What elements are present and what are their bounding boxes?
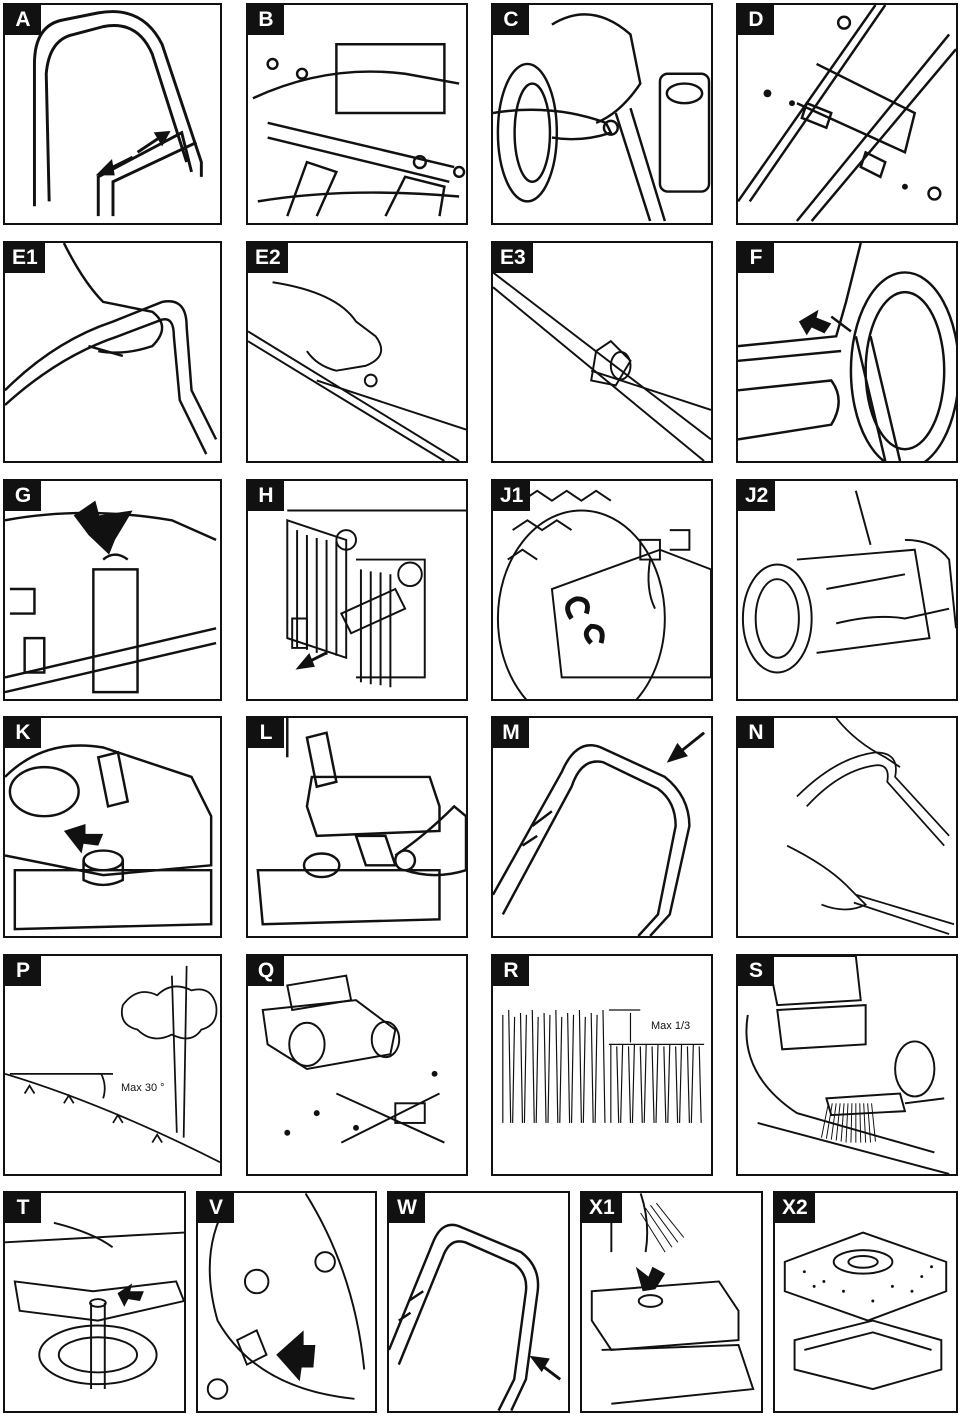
panel-x1: X1 xyxy=(580,1191,763,1413)
panel-v: V xyxy=(196,1191,377,1413)
panel-label: X1 xyxy=(582,1193,622,1223)
height-lever-illustration xyxy=(738,243,956,461)
panel-label: L xyxy=(248,718,284,748)
panel-label: X2 xyxy=(775,1193,815,1223)
cable-clip-illustration xyxy=(493,271,711,461)
panel-label: P xyxy=(5,956,41,986)
hand-on-handle-illustration xyxy=(5,243,218,455)
panel-x2: X2 xyxy=(773,1191,958,1413)
start-cord-illustration xyxy=(786,718,955,935)
hands-lifting-illustration xyxy=(741,490,956,674)
panel-label: S xyxy=(738,956,774,986)
panel-f: F xyxy=(736,241,958,463)
panel-m: M xyxy=(491,716,713,938)
panel-q: Q xyxy=(246,954,468,1176)
hand-button-illustration xyxy=(493,13,711,222)
blade-bolt-illustration xyxy=(5,1221,184,1390)
brush-cleaning-illustration xyxy=(745,956,950,1174)
panel-n: N xyxy=(736,716,958,938)
panel-label: V xyxy=(198,1193,234,1223)
panel-j2: J2 xyxy=(736,479,958,701)
panel-b: B xyxy=(246,3,468,225)
wheel-adjust-illustration xyxy=(496,489,711,699)
panel-a: A xyxy=(3,3,222,225)
slope-tree-illustration xyxy=(5,965,220,1163)
cable-clip-hand-illustration xyxy=(248,281,466,461)
panel-r: Max 1/3 R xyxy=(491,954,713,1176)
panel-label: E2 xyxy=(248,243,288,273)
air-filter-cover-illustration xyxy=(590,1193,755,1405)
panel-label: T xyxy=(5,1193,41,1223)
air-filter-element-illustration xyxy=(783,1231,948,1391)
clear-debris-illustration xyxy=(261,974,445,1144)
panel-g: G xyxy=(3,479,222,701)
panel-label: C xyxy=(493,5,529,35)
panel-label: N xyxy=(738,718,774,748)
handle-frame-illustration xyxy=(32,10,203,217)
engine-oil-fill-illustration xyxy=(5,744,213,931)
panel-label: K xyxy=(5,718,41,748)
handle-mount-illustration xyxy=(252,43,466,217)
panel-p: Max 30 ° P xyxy=(3,954,222,1176)
grass-height-illustration xyxy=(502,1009,705,1123)
panel-label: B xyxy=(248,5,284,35)
drain-plug-illustration xyxy=(206,1193,366,1400)
panel-e2: E2 xyxy=(246,241,468,463)
panel-label: F xyxy=(738,243,774,273)
panel-h: H xyxy=(246,479,468,701)
panel-label: J1 xyxy=(493,481,531,511)
handle-fold-illustration xyxy=(389,1223,562,1411)
panel-e3: E3 xyxy=(491,241,713,463)
handle-bolt-illustration xyxy=(738,5,956,222)
panel-label: J2 xyxy=(738,481,776,511)
dipstick-illustration xyxy=(5,500,217,694)
handle-bar-illustration xyxy=(493,731,706,936)
panel-l: L xyxy=(246,716,468,938)
panel-t: T xyxy=(3,1191,186,1413)
panel-label: G xyxy=(5,481,41,511)
panel-label: H xyxy=(248,481,284,511)
panel-label: M xyxy=(493,718,529,748)
panel-label: W xyxy=(389,1193,425,1223)
panel-e1: E1 xyxy=(3,241,222,463)
panel-d: D xyxy=(736,3,958,225)
slope-max-label: Max 30 ° xyxy=(121,1082,165,1094)
grass-max-label: Max 1/3 xyxy=(651,1020,691,1032)
panel-label: R xyxy=(493,956,529,986)
panel-k: K xyxy=(3,716,222,938)
fuel-tank-illustration xyxy=(256,718,466,926)
panel-c: C xyxy=(491,3,713,225)
panel-label: A xyxy=(5,5,41,35)
panel-s: S xyxy=(736,954,958,1176)
panel-label: E1 xyxy=(5,243,45,273)
panel-label: Q xyxy=(248,956,284,986)
panel-label: D xyxy=(738,5,774,35)
panel-w: W xyxy=(387,1191,570,1413)
panel-label: E3 xyxy=(493,243,533,273)
spark-plug-illustration xyxy=(286,509,466,688)
panel-j1: J1 xyxy=(491,479,713,701)
